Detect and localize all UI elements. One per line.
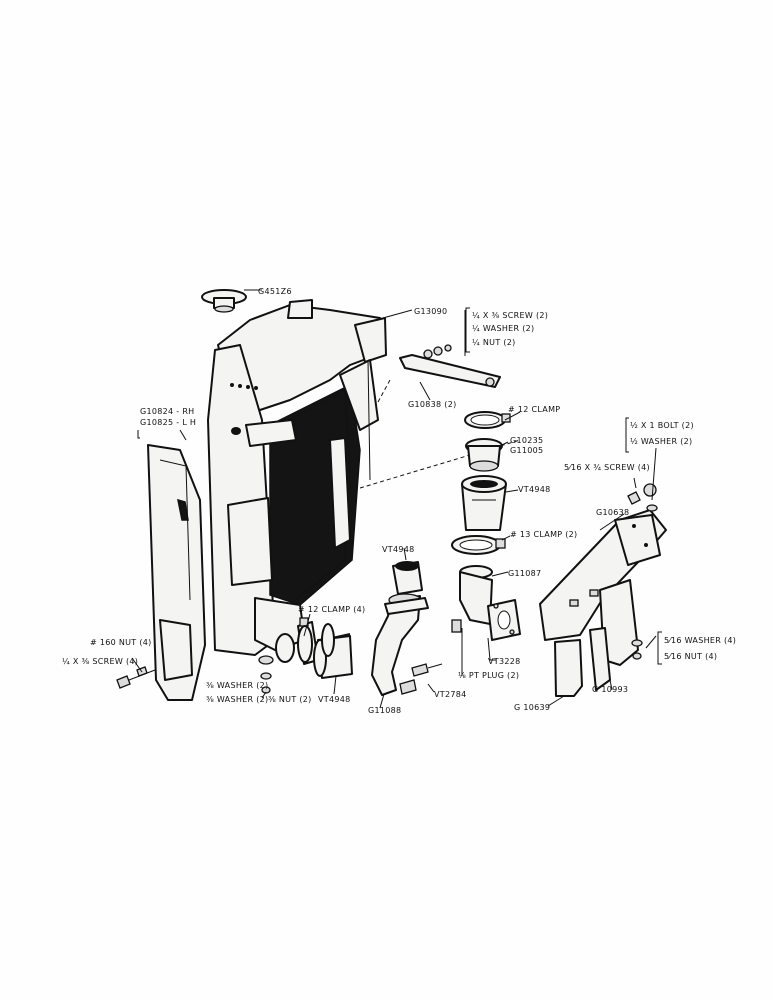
upper-hose bbox=[461, 475, 507, 531]
outlet-plug bbox=[451, 619, 462, 633]
label-g10639: G 10639 bbox=[514, 703, 550, 712]
label-vt4948-bottom: VT4948 bbox=[318, 695, 351, 704]
radiator-assembly bbox=[207, 299, 521, 656]
label-g10638: G10638 bbox=[596, 508, 629, 517]
label-screw-516: 5⁄16 X ¾ SCREW (4) bbox=[564, 463, 650, 472]
lower-hose-assembly bbox=[275, 617, 353, 679]
label-vt4948-right: VT4948 bbox=[518, 485, 551, 494]
label-vt2784: VT2784 bbox=[434, 690, 467, 699]
leader-lines bbox=[131, 289, 657, 709]
elbow-pipe-g11088 bbox=[371, 593, 429, 696]
label-bolt: ½ X 1 BOLT (2) bbox=[630, 421, 694, 430]
label-cap: G451Z6 bbox=[258, 287, 292, 296]
label-g10235: G10235 bbox=[510, 436, 543, 445]
thermostat-housing bbox=[465, 438, 503, 472]
pt-plugs bbox=[399, 663, 443, 695]
clamp-12-top bbox=[464, 411, 511, 429]
side-baffle bbox=[147, 444, 206, 701]
label-nut-quarter: ¼ NUT (2) bbox=[472, 338, 516, 347]
label-nut-516: 5⁄16 NUT (4) bbox=[664, 652, 717, 661]
label-bracket-g10838: G10838 (2) bbox=[408, 400, 457, 409]
mid-hose bbox=[392, 561, 423, 595]
clamp-13 bbox=[451, 535, 506, 555]
label-washer-516: 5⁄16 WASHER (4) bbox=[664, 636, 736, 645]
label-g11088: G11088 bbox=[368, 706, 401, 715]
label-g10993: G 10993 bbox=[592, 685, 628, 694]
label-clamp13: # 13 CLAMP (2) bbox=[510, 530, 577, 539]
label-clamp12-four: # 12 CLAMP (4) bbox=[298, 605, 365, 614]
label-nut-bottom: ⅜ NUT (2) bbox=[268, 695, 312, 704]
label-clamp12-top: # 12 CLAMP bbox=[508, 405, 560, 414]
label-rh: G10824 - RH bbox=[140, 407, 195, 416]
label-radiator: G13090 bbox=[414, 307, 447, 316]
label-vt3228: VT3228 bbox=[488, 657, 521, 666]
bottom-hardware bbox=[258, 655, 274, 694]
support-bracket-g10638 bbox=[539, 509, 667, 641]
label-screw-left: ¼ X ⅜ SCREW (4) bbox=[62, 657, 138, 666]
water-outlet-g11087 bbox=[459, 565, 521, 641]
label-lh: G10825 - L H bbox=[140, 418, 196, 427]
label-screw-quarter: ¼ X ⅜ SCREW (2) bbox=[472, 311, 548, 320]
label-washer-bottom1: ⅜ WASHER (2) bbox=[206, 681, 268, 690]
label-pt-plug: ⅛ PT PLUG (2) bbox=[458, 671, 519, 680]
label-g11005: G11005 bbox=[510, 446, 543, 455]
label-washer-quarter: ¼ WASHER (2) bbox=[472, 324, 534, 333]
lower-left-hardware bbox=[116, 666, 156, 689]
label-washer-half: ½ WASHER (2) bbox=[630, 437, 692, 446]
label-washer-bottom2: ⅜ WASHER (2) bbox=[206, 695, 268, 704]
radiator-cap bbox=[201, 289, 247, 313]
label-vt4948-left: VT4948 bbox=[382, 545, 415, 554]
label-nut160: # 160 NUT (4) bbox=[90, 638, 152, 647]
bracket-bolt bbox=[627, 483, 658, 660]
group-brackets bbox=[137, 307, 662, 665]
bracket-g10838 bbox=[399, 344, 501, 388]
label-g11087: G11087 bbox=[508, 569, 541, 578]
